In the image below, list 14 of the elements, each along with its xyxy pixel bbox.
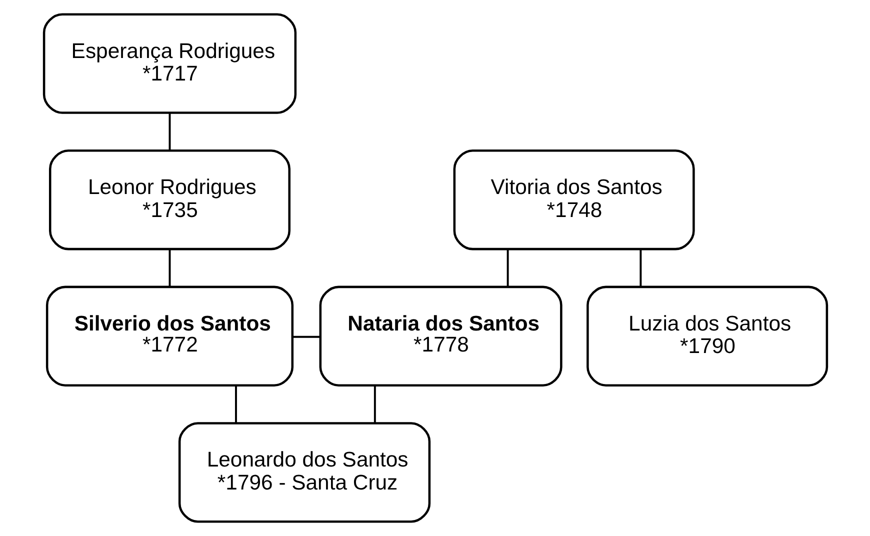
connector <box>234 386 236 424</box>
connector <box>292 336 320 338</box>
connector <box>168 249 170 287</box>
node-box: Vitoria dos Santos *1748 <box>452 150 694 250</box>
connector <box>506 249 508 287</box>
node-box: Leonor Rodrigues *1735 <box>48 150 290 250</box>
node-box: Silverio dos Santos *1772 <box>45 286 294 386</box>
connector <box>639 249 642 287</box>
node-box: Luzia dos Santos *1790 <box>586 286 828 386</box>
node-box: Nataria dos Santos *1778 <box>318 286 562 386</box>
node-box: Leonardo dos Santos *1796 - Santa Cruz <box>178 422 430 523</box>
connector <box>373 386 376 424</box>
connector <box>168 113 170 151</box>
node-box: Esperança Rodrigues *1717 <box>42 13 296 114</box>
